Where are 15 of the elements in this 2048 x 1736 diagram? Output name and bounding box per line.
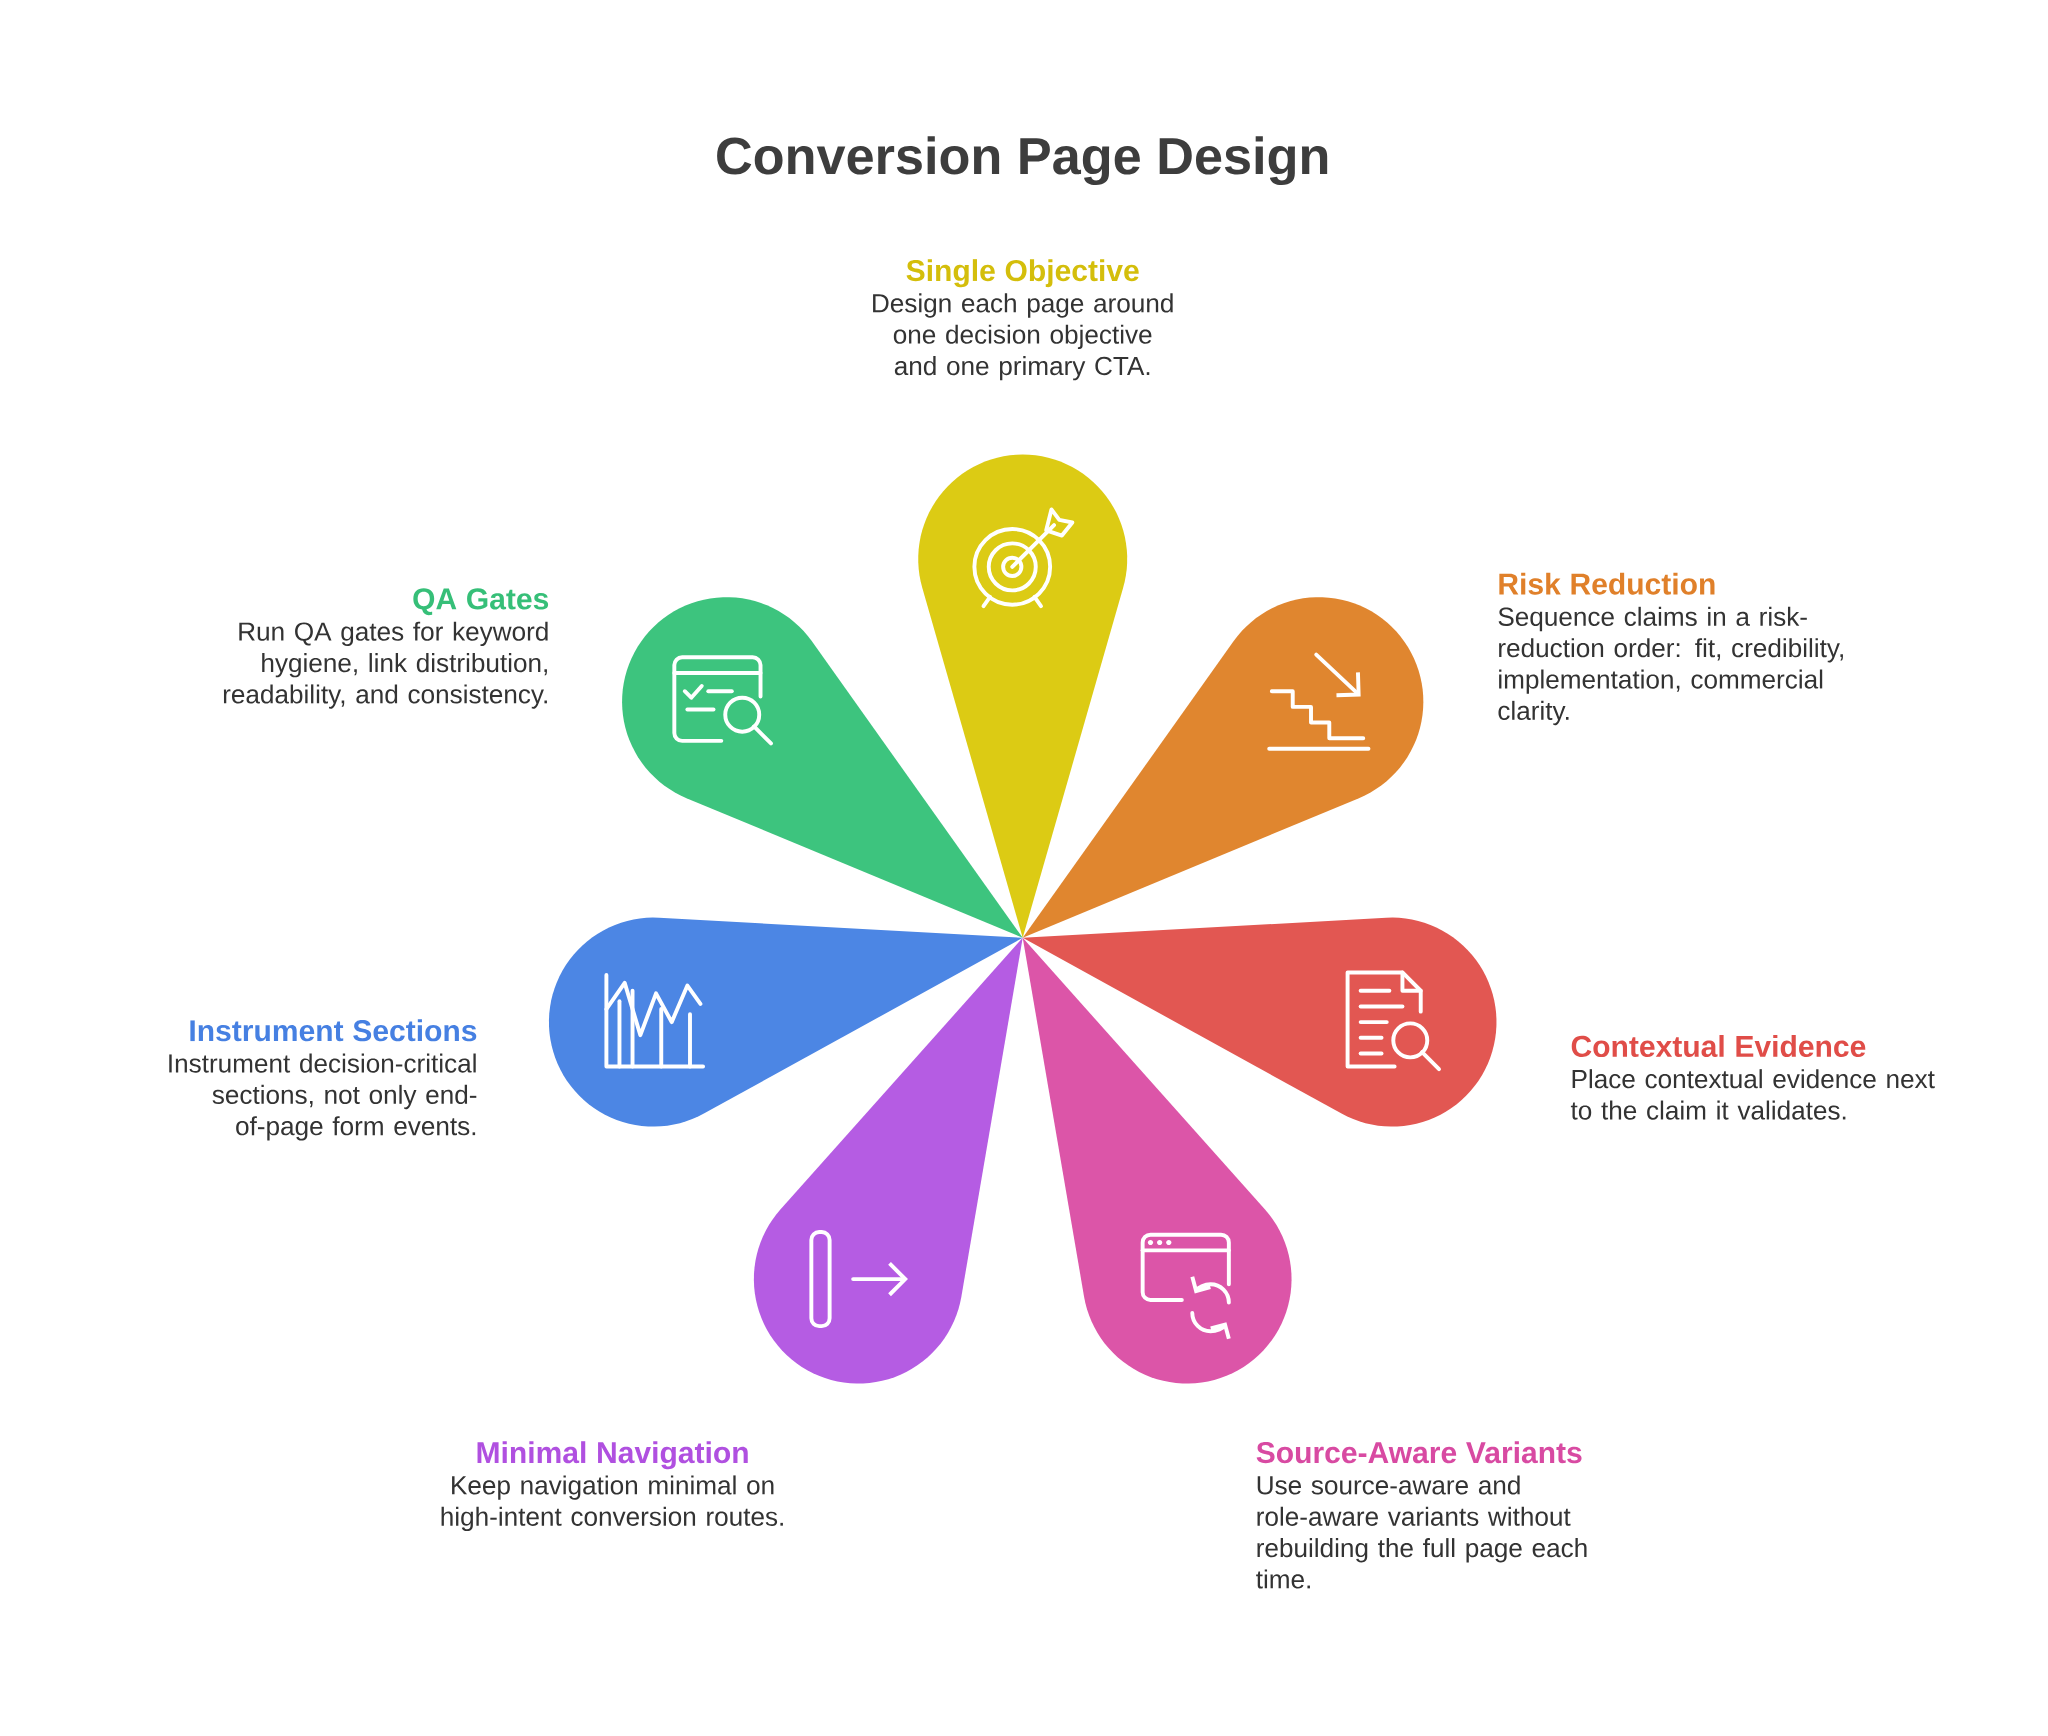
description: Instrument decision-critical sections, not only end-of-page form events. (169, 1053, 477, 1141)
description: Keep navigation minimal on high-intent conversion routes. (441, 1475, 783, 1532)
heading: QA Gates (413, 588, 549, 616)
heading: Minimal Navigation (477, 1441, 748, 1470)
description: Design each page around one decision objective and one primary CTA. (873, 293, 1173, 381)
description: Place contextual evidence next to the claim it validates. (1570, 1069, 1935, 1120)
heading: Instrument Sections (190, 1019, 477, 1042)
heading: Source-Aware Variants (1256, 1441, 1582, 1464)
description: Use source-aware and role-aware variants without rebuilding the full page each time. (1256, 1475, 1587, 1589)
description: Sequence claims in a risk-reduction order: fit, credibility, implementation, commercial clarity. (1498, 606, 1843, 726)
heading: Single Objective (906, 259, 1139, 288)
heading: Contextual Evidence (1571, 1035, 1866, 1058)
title: Conversion Page Design (717, 136, 1328, 186)
description: Run QA gates for keyword hygiene, link distribution, readability, and consistency. (223, 621, 548, 709)
heading: Risk Reduction (1499, 572, 1715, 595)
